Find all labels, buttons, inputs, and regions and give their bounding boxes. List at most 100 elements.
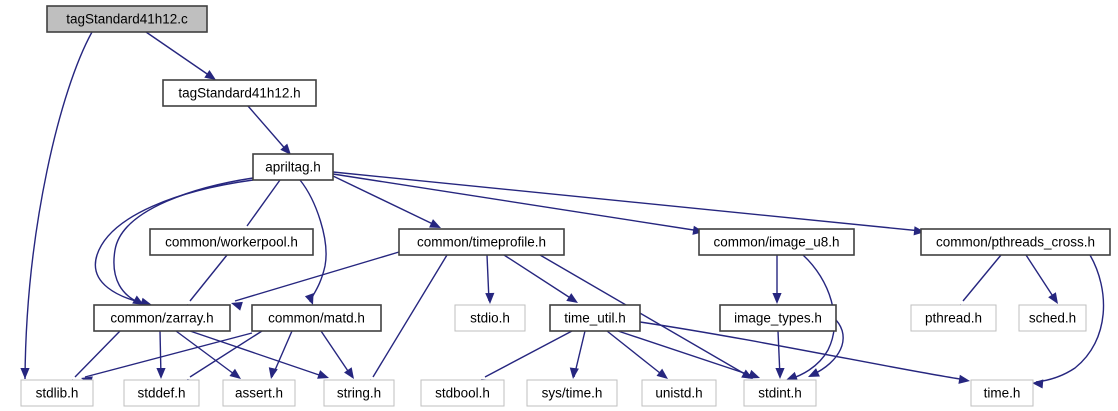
nodes-layer: tagStandard41h12.c tagStandard41h12.h apri… [20,5,1111,407]
node-string_h[interactable]: string.h [323,379,395,407]
node-sys_time_h[interactable]: sys/time.h [526,379,618,407]
node-box[interactable] [549,304,641,332]
edge-line [94,179,254,305]
edge-pthreads_cross_h-to-sched_h [1025,254,1058,304]
edge-matd_h-to-assert_h [268,330,293,379]
edge-line [189,330,326,378]
node-zarray_h[interactable]: common/zarray.h [93,304,231,332]
edge-image_types_h-to-stdint_h_b [808,319,844,377]
edge-line [234,251,400,302]
arrowhead-icon [204,70,216,80]
edge-apriltag_h-to-timeprofile_h [332,175,441,228]
node-box[interactable] [123,379,200,407]
arrowhead-icon [775,368,785,379]
node-time_util_h[interactable]: time_util.h [549,304,641,332]
arrowhead-icon [566,293,578,303]
edge-line [246,179,281,227]
node-box[interactable] [1018,304,1087,332]
node-box[interactable] [162,79,317,107]
node-box[interactable] [698,228,855,256]
arrowhead-icon [808,368,820,377]
node-label: tagStandard41h12.h [178,86,300,101]
arrowhead-icon [958,374,970,384]
node-box[interactable] [323,379,395,407]
edge-time_util_h-to-time_h [639,321,970,384]
node-box[interactable] [398,228,565,256]
node-box[interactable] [222,379,296,407]
node-image_types_h[interactable]: image_types.h [719,304,837,332]
node-pthreads_cross_h[interactable]: common/pthreads_cross.h [920,228,1111,256]
node-label: image_types.h [734,311,822,326]
node-box[interactable] [743,379,817,407]
edge-line [84,332,253,378]
node-sched_h[interactable]: sched.h [1018,304,1087,332]
node-box[interactable] [526,379,618,407]
node-box[interactable] [970,379,1034,407]
node-label: pthread.h [925,311,982,326]
node-box[interactable] [149,228,314,256]
node-time_h[interactable]: time.h [970,379,1034,407]
edge-apriltag_h-to-image_u8_h [332,173,704,235]
node-box[interactable] [719,304,837,332]
node-workerpool_h[interactable]: common/workerpool.h [149,228,314,256]
edge-line [189,254,228,302]
node-assert_h[interactable]: assert.h [222,379,296,407]
edge-apriltag_h-to-pthreads_cross_h [332,171,925,236]
node-stddef_h[interactable]: stddef.h [123,379,200,407]
arrowhead-icon [317,370,329,379]
node-box[interactable] [251,304,382,332]
node-box[interactable] [920,228,1111,256]
edge-line [145,31,214,79]
edge-image_u8_h-to-stdint_h [786,254,836,381]
edge-image_u8_h-to-image_types_h [772,255,782,304]
edge-timeprofile_h-to-zarray_h [231,251,400,311]
arrowhead-icon [1048,292,1058,304]
node-stdint_h[interactable]: stdint.h [743,379,817,407]
node-stdbool_h[interactable]: stdbool.h [420,379,505,407]
node-matd_h[interactable]: common/matd.h [251,304,382,332]
node-label: stdlib.h [36,386,79,401]
node-box[interactable] [910,304,997,332]
node-unistd_h[interactable]: unistd.h [641,379,717,407]
edge-time_util_h-to-sys_time_h [569,330,586,379]
node-apriltag_h[interactable]: apriltag.h [252,153,334,181]
node-label: stdbool.h [435,386,490,401]
arrowhead-icon [913,226,925,236]
edge-line [24,31,93,380]
edge-apriltag_h-to-matd_h [299,179,327,305]
edge-timeprofile_h-to-time_util_h [503,254,578,303]
edge-line [247,105,289,153]
node-box[interactable] [252,153,334,181]
node-label: tagStandard41h12.c [66,12,188,27]
node-label: stddef.h [137,386,185,401]
edge-line [175,330,239,378]
node-box[interactable] [641,379,717,407]
arrowhead-icon [304,293,314,305]
edge-timeprofile_h-to-stdio_h [485,254,495,304]
edge-zarray_h-to-string_h [189,330,329,379]
edge-time_util_h-to-unistd_h [606,330,668,379]
node-box[interactable] [93,304,231,332]
edge-line [503,254,576,302]
node-tagStandard41h12_h[interactable]: tagStandard41h12.h [162,79,317,107]
node-stdlib_h[interactable]: stdlib.h [20,379,94,407]
node-image_u8_h[interactable]: common/image_u8.h [698,228,855,256]
node-timeprofile_h[interactable]: common/timeprofile.h [398,228,565,256]
node-label: time.h [984,386,1021,401]
node-box[interactable] [454,304,526,332]
node-box[interactable] [420,379,505,407]
node-label: sched.h [1029,311,1076,326]
node-box[interactable] [46,5,208,33]
edge-matd_h-to-string_h [320,330,354,379]
node-pthread_h[interactable]: pthread.h [910,304,997,332]
node-stdio_h[interactable]: stdio.h [454,304,526,332]
node-box[interactable] [20,379,94,407]
node-tagStandard41h12_c[interactable]: tagStandard41h12.c [46,5,208,33]
edge-line [811,319,844,376]
node-label: common/image_u8.h [713,235,839,250]
edge-line [1025,254,1057,302]
node-label: sys/time.h [542,386,603,401]
edge-line [484,330,573,378]
arrowhead-icon [344,367,354,379]
node-label: common/matd.h [268,311,365,326]
